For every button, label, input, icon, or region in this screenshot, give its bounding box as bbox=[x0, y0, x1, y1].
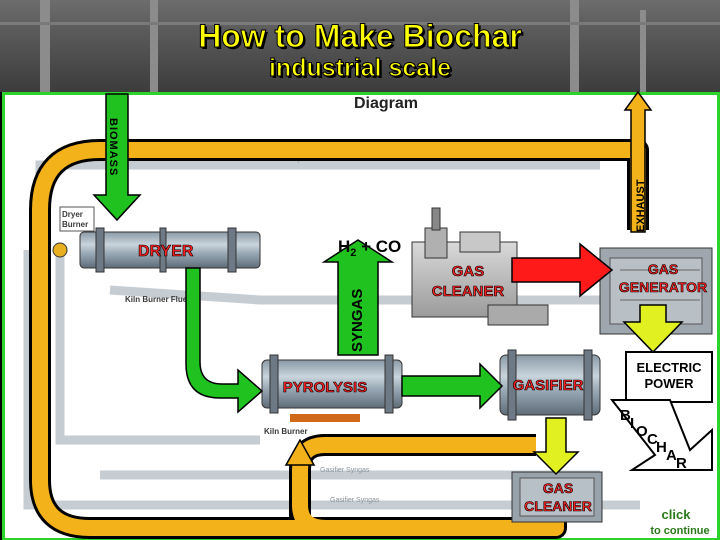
electric-power-label-2: POWER bbox=[644, 376, 694, 391]
biochar-letter: H bbox=[656, 439, 667, 456]
biochar-arrow bbox=[609, 399, 713, 471]
continue-button[interactable] bbox=[640, 492, 714, 534]
generator-to-power-arrow bbox=[622, 304, 684, 354]
diagram-heading: Diagram bbox=[354, 95, 418, 112]
gas-cleaner-bottom-unit bbox=[511, 471, 603, 523]
biochar-letter: A bbox=[666, 447, 677, 464]
exhaust-arrow bbox=[623, 90, 653, 233]
gas-cleaner-top-label-1: GAS bbox=[452, 263, 485, 280]
gasifier-unit bbox=[499, 349, 601, 421]
gasifier-label: GASIFIER bbox=[513, 377, 584, 394]
biochar-letter: C bbox=[647, 431, 658, 448]
biomass-arrow bbox=[92, 93, 142, 222]
burner-icon bbox=[52, 242, 68, 258]
to-continue-label[interactable]: to continue bbox=[650, 525, 709, 537]
gas-generator-label-2: GENERATOR bbox=[619, 279, 707, 295]
biochar-letter: I bbox=[630, 415, 634, 432]
pyrolysis-to-gasifier-arrow bbox=[401, 362, 504, 410]
cleaner-to-generator-arrow bbox=[511, 242, 614, 298]
gas-generator-label-1: GAS bbox=[648, 261, 678, 277]
h2-co-label: H2 + CO bbox=[338, 237, 401, 259]
dryer-unit bbox=[79, 227, 261, 273]
syngas-label: SYNGAS bbox=[349, 289, 366, 352]
gas-cleaner-bottom-label-1: GAS bbox=[543, 480, 573, 496]
gas-cleaner-bottom-label-2: CLEANER bbox=[524, 498, 592, 514]
exhaust-return-arrow bbox=[32, 142, 646, 536]
slide-title: How to Make Biochar bbox=[198, 18, 523, 55]
gas-cleaner-top-label-2: CLEANER bbox=[432, 283, 505, 300]
biochar-label: B I O C H A R bbox=[620, 407, 687, 472]
kiln-burner-flue-label: Kiln Burner Flue bbox=[125, 295, 188, 304]
pyrolysis-label: PYROLYSIS bbox=[283, 379, 367, 396]
electric-power-box bbox=[625, 351, 713, 403]
click-label[interactable]: click bbox=[662, 507, 692, 522]
pyrolysis-unit bbox=[261, 354, 403, 422]
dryer-burner-box bbox=[59, 206, 95, 232]
biochar-letter: R bbox=[676, 455, 687, 472]
kiln-burner-label: Kiln Burner bbox=[264, 427, 308, 436]
biomass-label: BIOMASS bbox=[107, 118, 119, 176]
dryer-label: DRYER bbox=[138, 243, 194, 260]
slide-subtitle: industrial scale bbox=[268, 54, 452, 83]
biochar-letter: B bbox=[620, 407, 631, 424]
gasifier-to-cleaner-arrow bbox=[532, 417, 580, 476]
exhaust-label: EXHAUST bbox=[635, 179, 647, 232]
syngas-arrow bbox=[321, 239, 395, 356]
syngas-return-arrow bbox=[292, 437, 556, 536]
svg-text:Gasifier Syngas: Gasifier Syngas bbox=[320, 467, 370, 474]
gas-cleaner-top-unit bbox=[411, 207, 549, 326]
dryer-burner-label-2: Burner bbox=[62, 220, 88, 229]
header-photo-background bbox=[0, 0, 720, 92]
background-labels: Dryer Burner Kiln Burner Flue Kiln Burne… bbox=[62, 210, 308, 436]
electric-power-label-1: ELECTRIC bbox=[637, 360, 703, 375]
dryer-to-pyrolysis-arrow bbox=[185, 267, 264, 414]
biochar-letter: O bbox=[636, 423, 648, 440]
dryer-burner-label: Dryer bbox=[62, 210, 83, 219]
pyrolysis-return-head bbox=[284, 438, 316, 466]
svg-text:Gasifier Syngas: Gasifier Syngas bbox=[330, 497, 380, 504]
